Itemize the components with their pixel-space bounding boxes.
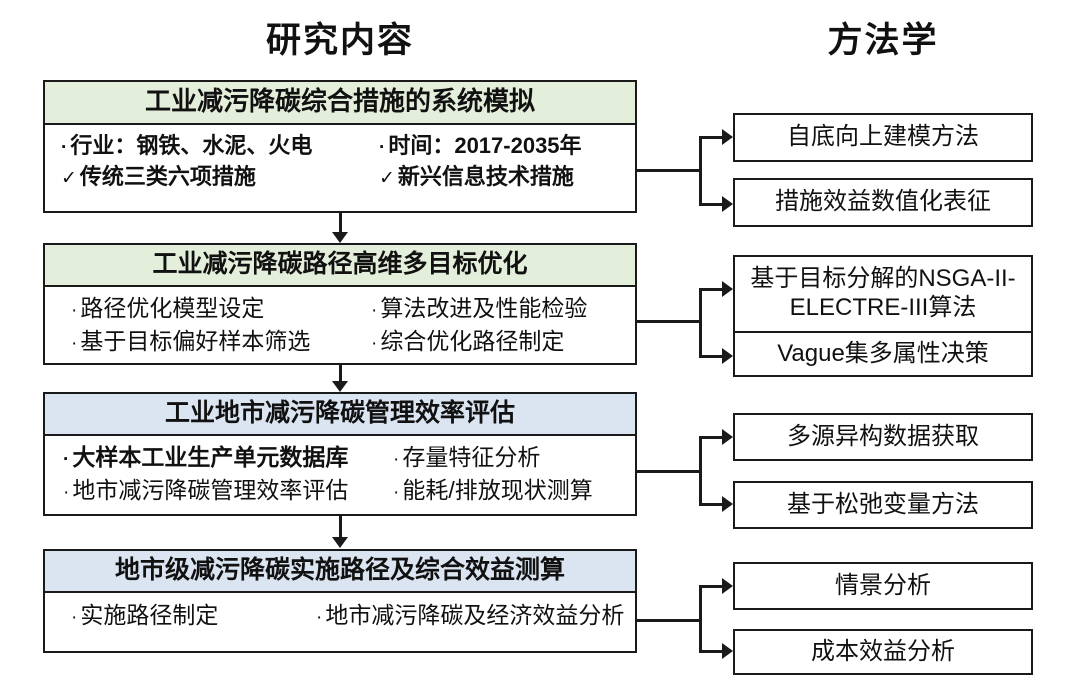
- list-item: · 路径优化模型设定: [71, 295, 265, 322]
- research-block-2-title: 工业减污降碳路径高维多目标优化: [45, 245, 635, 288]
- bullet-icon: ·: [379, 137, 386, 159]
- bullet-icon: ·: [61, 137, 68, 159]
- connector-3-arrow-b: [722, 496, 733, 512]
- research-block-4-title: 地市级减污降碳实施路径及综合效益测算: [45, 551, 635, 594]
- research-block-2[interactable]: 工业减污降碳路径高维多目标优化 · 路径优化模型设定 · 算法改进及性能检验 ·…: [43, 243, 637, 365]
- research-block-4-body: · 实施路径制定 · 地市减污降碳及经济效益分析: [45, 593, 635, 637]
- list-item: ✓ 新兴信息技术措施: [379, 164, 574, 190]
- bullet-icon: ·: [71, 300, 78, 322]
- connector-3-riser: [699, 436, 702, 506]
- connector-3-arrow-a: [722, 429, 733, 445]
- list-item: · 基于目标偏好样本筛选: [71, 327, 311, 354]
- connector-4-branch-b: [699, 650, 724, 653]
- list-item: · 地市减污降碳及经济效益分析: [316, 602, 625, 629]
- bullet-icon: ·: [393, 449, 400, 471]
- list-item: · 能耗/排放现状测算: [393, 476, 593, 503]
- connector-1-riser: [699, 136, 702, 206]
- method-box-multi-source-data[interactable]: 多源异构数据获取: [733, 413, 1033, 461]
- connector-2-arrow-b: [722, 348, 733, 364]
- connector-2-branch-b: [699, 355, 724, 358]
- list-item: · 大样本工业生产单元数据库: [63, 444, 349, 471]
- bullet-icon: ·: [71, 607, 78, 629]
- connector-3-branch-a: [699, 436, 724, 439]
- method-box-cost-benefit-analysis[interactable]: 成本效益分析: [733, 629, 1033, 675]
- connector-1-branch-b: [699, 203, 724, 206]
- bullet-icon: ·: [63, 449, 70, 471]
- research-block-3-title: 工业地市减污降碳管理效率评估: [45, 394, 635, 437]
- list-item: · 综合优化路径制定: [371, 327, 565, 354]
- bullet-icon: ·: [393, 481, 400, 503]
- research-block-2-body: · 路径优化模型设定 · 算法改进及性能检验 · 基于目标偏好样本筛选 · 综合…: [45, 287, 635, 362]
- connector-3-stem: [637, 470, 701, 473]
- list-item: · 算法改进及性能检验: [371, 295, 588, 322]
- research-block-3[interactable]: 工业地市减污降碳管理效率评估 · 大样本工业生产单元数据库 · 存量特征分析 ·…: [43, 392, 637, 516]
- flow-arrow-1-2-line: [339, 213, 342, 233]
- bullet-icon: ·: [316, 607, 323, 629]
- bullet-icon: ·: [371, 300, 378, 322]
- method-box-vague-set-mcdm[interactable]: Vague集多属性决策: [733, 331, 1033, 377]
- connector-1-stem: [637, 169, 701, 172]
- method-box-scenario-analysis[interactable]: 情景分析: [733, 562, 1033, 610]
- bullet-icon: ·: [371, 332, 378, 354]
- method-box-nsga-ii-electre-iii[interactable]: 基于目标分解的NSGA-II-ELECTRE-III算法: [733, 255, 1033, 333]
- connector-1-arrow-b: [722, 196, 733, 212]
- method-box-slack-variable[interactable]: 基于松弛变量方法: [733, 481, 1033, 529]
- list-item: · 时间：2017-2035年: [379, 133, 582, 159]
- flow-arrow-3-4-line: [339, 516, 342, 538]
- connector-4-stem: [637, 619, 701, 622]
- bullet-icon: ·: [71, 332, 78, 354]
- method-box-measure-benefit-quantification[interactable]: 措施效益数值化表征: [733, 178, 1033, 227]
- research-block-1-body: · 行业：钢铁、水泥、火电 · 时间：2017-2035年 ✓ 传统三类六项措施…: [45, 125, 635, 197]
- connector-4-arrow-a: [722, 578, 733, 594]
- block-2-row-2: · 基于目标偏好样本筛选 · 综合优化路径制定: [45, 325, 635, 357]
- column-heading-methodology: 方法学: [827, 21, 939, 60]
- block-3-row-1: · 大样本工业生产单元数据库 · 存量特征分析: [45, 441, 635, 473]
- connector-2-branch-a: [699, 288, 724, 291]
- list-item: · 地市减污降碳管理效率评估: [63, 476, 349, 503]
- column-heading-research-content: 研究内容: [265, 21, 414, 60]
- connector-2-arrow-a: [722, 281, 733, 297]
- connector-1-branch-a: [699, 136, 724, 139]
- connector-4-riser: [699, 585, 702, 653]
- connector-1-arrow-a: [722, 129, 733, 145]
- method-box-bottom-up-modeling[interactable]: 自底向上建模方法: [733, 113, 1033, 162]
- list-item: · 行业：钢铁、水泥、火电: [61, 133, 313, 159]
- research-block-1[interactable]: 工业减污降碳综合措施的系统模拟 · 行业：钢铁、水泥、火电 · 时间：2017-…: [43, 80, 637, 213]
- check-icon: ✓: [61, 168, 77, 190]
- block-2-row-1: · 路径优化模型设定 · 算法改进及性能检验: [45, 292, 635, 324]
- block-1-row-1: · 行业：钢铁、水泥、火电 · 时间：2017-2035年: [45, 130, 635, 161]
- research-block-4[interactable]: 地市级减污降碳实施路径及综合效益测算 · 实施路径制定 · 地市减污降碳及经济效…: [43, 549, 637, 653]
- connector-2-riser: [699, 288, 702, 358]
- connector-4-branch-a: [699, 585, 724, 588]
- check-icon: ✓: [379, 168, 395, 190]
- connector-3-branch-b: [699, 503, 724, 506]
- list-item: · 存量特征分析: [393, 444, 541, 471]
- connector-2-stem: [637, 320, 701, 323]
- block-3-row-2: · 地市减污降碳管理效率评估 · 能耗/排放现状测算: [45, 474, 635, 506]
- research-block-3-body: · 大样本工业生产单元数据库 · 存量特征分析 · 地市减污降碳管理效率评估 ·…: [45, 436, 635, 511]
- flow-arrow-3-4-head: [332, 537, 348, 548]
- flow-arrow-2-3-line: [339, 365, 342, 382]
- flow-arrow-2-3-head: [332, 381, 348, 392]
- bullet-icon: ·: [63, 481, 70, 503]
- list-item: · 实施路径制定: [71, 602, 219, 629]
- list-item: ✓ 传统三类六项措施: [61, 164, 256, 190]
- flow-arrow-1-2-head: [332, 232, 348, 243]
- block-1-row-2: ✓ 传统三类六项措施 ✓ 新兴信息技术措施: [45, 161, 635, 192]
- connector-4-arrow-b: [722, 643, 733, 659]
- research-block-1-title: 工业减污降碳综合措施的系统模拟: [45, 82, 635, 126]
- block-4-row-1: · 实施路径制定 · 地市减污降碳及经济效益分析: [45, 598, 635, 632]
